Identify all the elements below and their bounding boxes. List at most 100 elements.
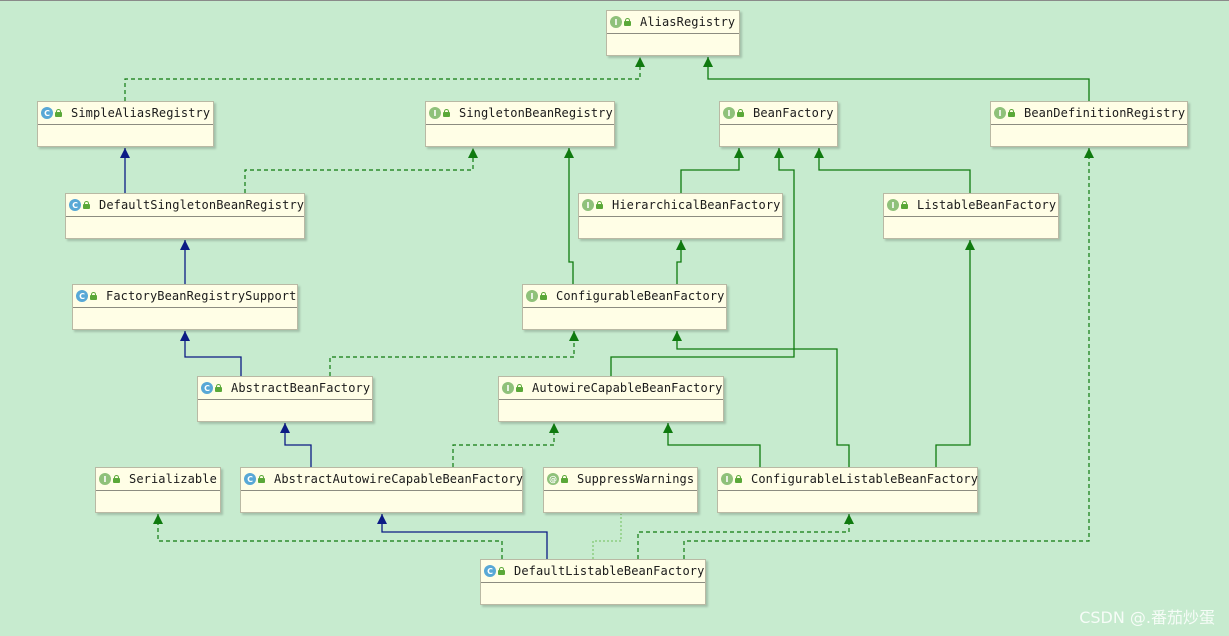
class-icon: C — [201, 382, 213, 394]
edge-default-listable-bean-factory-to-abstract-autowire-capable-bean-factory — [377, 514, 548, 559]
class-icon: C — [69, 199, 81, 211]
edge-line — [184, 331, 242, 376]
edge-line — [676, 240, 682, 284]
node-configurable-bean-factory[interactable]: I ConfigurableBeanFactory — [522, 284, 727, 330]
node-default-singleton-bean-registry[interactable]: C DefaultSingletonBeanRegistry — [65, 193, 305, 239]
public-lock-icon — [215, 384, 222, 392]
node-header: I ConfigurableBeanFactory — [523, 285, 726, 308]
arrowhead — [774, 148, 784, 158]
arrowhead — [549, 423, 559, 433]
node-name: AbstractAutowireCapableBeanFactory — [274, 472, 524, 486]
arrowhead — [734, 148, 744, 158]
public-lock-icon — [83, 201, 90, 209]
public-lock-icon — [443, 109, 450, 117]
node-default-listable-bean-factory[interactable]: C DefaultListableBeanFactory — [480, 559, 706, 605]
node-name: BeanDefinitionRegistry — [1024, 106, 1186, 120]
arrowhead — [676, 240, 686, 250]
class-icon: C — [484, 565, 496, 577]
arrowhead — [377, 514, 387, 524]
class-icon: C — [76, 290, 88, 302]
edge-line — [667, 423, 761, 467]
node-listable-bean-factory[interactable]: I ListableBeanFactory — [883, 193, 1059, 239]
node-name: FactoryBeanRegistrySupport — [106, 289, 297, 303]
public-lock-icon — [624, 18, 631, 26]
edge-factory-bean-registry-support-to-default-singleton-bean-registry — [180, 240, 190, 284]
edge-line — [381, 514, 548, 559]
class-icon: C — [244, 473, 256, 485]
node-factory-bean-registry-support[interactable]: C FactoryBeanRegistrySupport — [72, 284, 298, 330]
node-name: ConfigurableListableBeanFactory — [751, 472, 979, 486]
public-lock-icon — [737, 109, 744, 117]
edge-abstract-autowire-capable-bean-factory-to-autowire-capable-bean-factory — [452, 423, 559, 467]
watermark: CSDN @.番茄炒蛋 — [1079, 608, 1215, 627]
node-name: SuppressWarnings — [577, 472, 695, 486]
node-header: C DefaultSingletonBeanRegistry — [66, 194, 304, 217]
edge-autowire-capable-bean-factory-to-bean-factory — [610, 148, 795, 376]
node-name: SimpleAliasRegistry — [71, 106, 211, 120]
node-name: ConfigurableBeanFactory — [556, 289, 725, 303]
node-suppress-warnings[interactable]: @SuppressWarnings — [543, 467, 698, 513]
public-lock-icon — [561, 475, 568, 483]
interface-icon: I — [582, 199, 594, 211]
edge-line — [610, 148, 795, 376]
edge-default-listable-bean-factory-to-suppress-warnings — [592, 514, 622, 559]
public-lock-icon — [901, 201, 908, 209]
edge-line — [818, 148, 971, 193]
arrowhead — [1084, 148, 1094, 158]
edge-abstract-bean-factory-to-factory-bean-registry-support — [180, 331, 242, 376]
public-lock-icon — [113, 475, 120, 483]
arrowhead — [180, 240, 190, 250]
edge-line — [157, 514, 503, 559]
node-abstract-autowire-capable-bean-factory[interactable]: C AbstractAutowireCapableBeanFactory — [240, 467, 523, 513]
edge-abstract-autowire-capable-bean-factory-to-abstract-bean-factory — [280, 423, 312, 467]
node-name: ListableBeanFactory — [917, 198, 1057, 212]
public-lock-icon — [596, 201, 603, 209]
node-name: AutowireCapableBeanFactory — [532, 381, 723, 395]
public-lock-icon — [516, 384, 523, 392]
public-lock-icon — [540, 292, 547, 300]
edge-hierarchical-bean-factory-to-bean-factory — [680, 148, 744, 193]
node-name: DefaultListableBeanFactory — [514, 564, 705, 578]
node-autowire-capable-bean-factory[interactable]: I AutowireCapableBeanFactory — [498, 376, 724, 422]
public-lock-icon — [1008, 109, 1015, 117]
interface-icon: I — [502, 382, 514, 394]
node-header: C FactoryBeanRegistrySupport — [73, 285, 297, 308]
public-lock-icon — [55, 109, 62, 117]
interface-icon: I — [887, 199, 899, 211]
top-border — [0, 0, 1229, 1]
edge-configurable-listable-bean-factory-to-listable-bean-factory — [935, 240, 975, 467]
edge-bean-definition-registry-to-alias-registry — [703, 57, 1090, 101]
edge-default-listable-bean-factory-to-serializable — [153, 514, 503, 559]
edge-default-singleton-bean-registry-to-simple-alias-registry — [120, 148, 130, 193]
arrowhead — [153, 514, 163, 524]
arrowhead — [180, 331, 190, 341]
node-name: Serializable — [129, 472, 217, 486]
edge-configurable-bean-factory-to-singleton-bean-registry — [564, 148, 574, 284]
interface-icon: I — [526, 290, 538, 302]
edge-simple-alias-registry-to-alias-registry — [124, 57, 645, 101]
edge-line — [568, 148, 574, 284]
node-header: C AbstractAutowireCapableBeanFactory — [241, 468, 524, 491]
arrowhead — [280, 423, 290, 433]
public-lock-icon — [90, 292, 97, 300]
node-name: DefaultSingletonBeanRegistry — [99, 198, 305, 212]
edge-line — [676, 331, 850, 467]
node-name: SingletonBeanRegistry — [459, 106, 613, 120]
edge-configurable-listable-bean-factory-to-configurable-bean-factory — [672, 331, 850, 467]
arrowhead — [564, 148, 574, 158]
arrowhead — [965, 240, 975, 250]
edge-line — [683, 148, 1090, 559]
arrowhead — [635, 57, 645, 67]
